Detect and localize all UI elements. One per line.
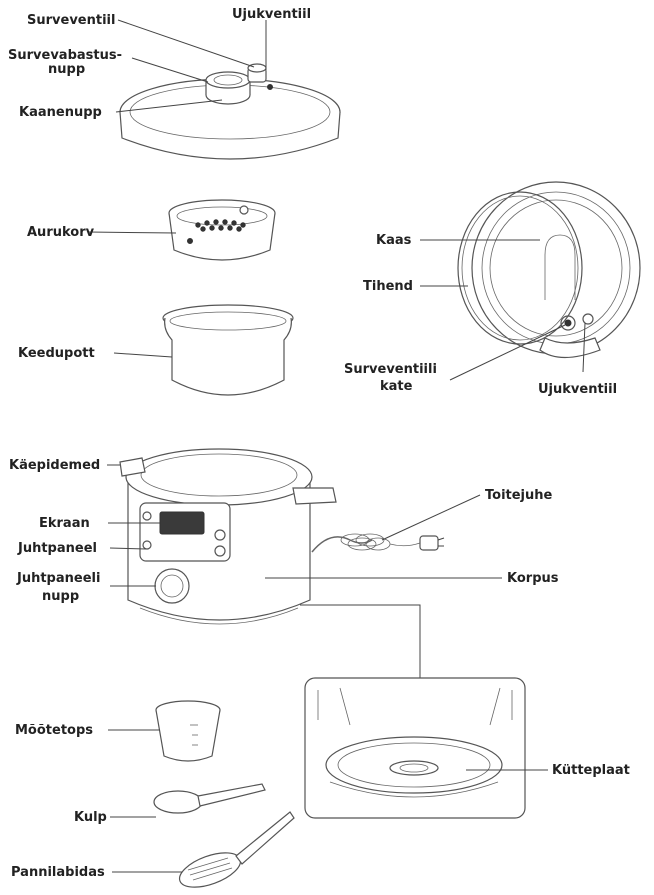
inner-lid-drawing [471,181,641,359]
spatula-drawing [178,811,295,888]
cooking-pot-drawing [162,304,294,396]
cooker-body-drawing [119,448,337,625]
label-keedupott: Keedupott [18,346,95,361]
label-mootetops: Mõõtetops [15,723,93,738]
label-korpus: Korpus [507,571,559,586]
label-juhtpaneeli-line1: Juhtpaneeli [16,571,100,586]
label-kaepidemed: Käepidemed [9,458,100,473]
steam-basket-drawing [168,199,276,261]
label-juhtpaneel: Juhtpaneel [17,541,97,556]
label-ujukventiil-top: Ujukventiil [232,7,311,22]
label-pannilabidas: Pannilabidas [11,865,105,880]
lid-top-drawing [119,63,341,160]
ladle-drawing [153,783,266,814]
label-kulp: Kulp [74,810,107,825]
sealing-ring-drawing [457,191,583,345]
label-ujukventiil-right: Ujukventiil [538,382,617,397]
label-kaas: Kaas [376,233,412,248]
label-survevabastus-line2: nupp [48,62,85,77]
label-surveventiili-line2: kate [380,379,413,394]
label-ekraan: Ekraan [39,516,90,531]
label-tihend: Tihend [363,279,413,294]
label-toitejuhe: Toitejuhe [485,488,553,503]
label-kaanenupp: Kaanenupp [19,105,102,120]
power-cord-drawing [311,533,445,553]
measuring-cup-drawing [155,700,221,762]
label-aurukorv: Aurukorv [27,225,95,240]
heating-plate-callout [300,604,526,819]
label-surveventiil: Surveventiil [27,13,115,28]
label-kutteplaat: Kütteplaat [552,763,630,778]
leader-lines [87,19,586,873]
label-surveventiili-line1: Surveventiili [344,362,437,377]
label-survevabastus-line1: Survevabastus- [8,48,122,63]
labels: Surveventiil Ujukventiil Survevabastus- … [8,7,630,880]
label-juhtpaneeli-line2: nupp [42,589,79,604]
